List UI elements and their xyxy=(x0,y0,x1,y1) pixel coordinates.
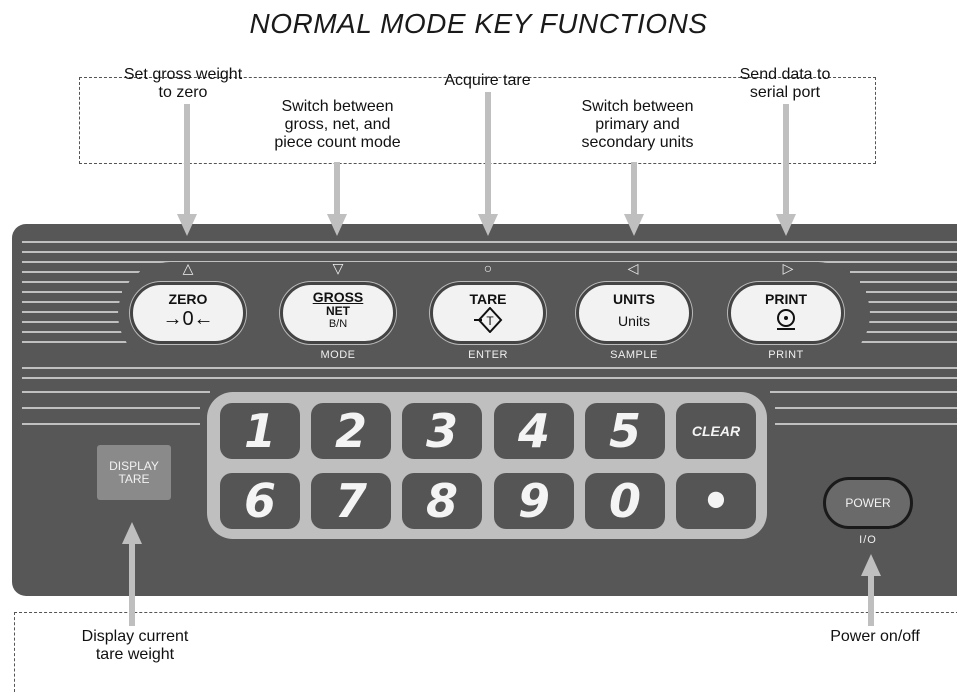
power-button[interactable]: POWER xyxy=(823,477,913,529)
callout-mode-line2: gross, net, and xyxy=(284,116,391,133)
numeric-keypad xyxy=(207,392,767,539)
callout-zero-line1: Set gross weight xyxy=(123,66,243,83)
diagram-title: NORMAL MODE KEY FUNCTIONS xyxy=(249,8,708,39)
decimal-point-key[interactable]: • xyxy=(676,473,756,529)
clear-key[interactable]: CLEAR xyxy=(676,403,756,459)
callout-print-line2: serial port xyxy=(749,84,821,101)
mode-sublabel: MODE xyxy=(320,349,356,361)
indicator-print: ▷ xyxy=(782,260,794,276)
arrow-print xyxy=(776,104,796,236)
callout-mode-line1: Switch between xyxy=(281,98,394,115)
display-tare-key[interactable]: DISPLAY TARE xyxy=(97,445,171,500)
zero-center-icon: →0← xyxy=(162,308,214,330)
callout-units-line3: secondary units xyxy=(581,134,694,151)
key-5[interactable]: 5 xyxy=(585,403,665,459)
zero-key[interactable]: ZERO →0← xyxy=(130,282,246,344)
indicator-mode: ▽ xyxy=(332,260,344,276)
enter-sublabel: ENTER xyxy=(468,349,508,361)
arrow-display-tare xyxy=(122,522,142,626)
callout-units-line2: primary and xyxy=(595,116,680,133)
key-2[interactable]: 2 xyxy=(311,403,391,459)
print-key[interactable]: PRINT xyxy=(728,282,844,344)
gross-net-key[interactable]: GROSS NET B/N xyxy=(280,282,396,344)
zero-key-label: ZERO xyxy=(168,291,208,307)
callout-print-line1: Send data to xyxy=(739,66,831,83)
callout-mode: Switch between gross, net, and piece cou… xyxy=(255,98,420,152)
indicator-units: ◁ xyxy=(627,260,639,276)
bottom-callout-box xyxy=(14,612,957,692)
sample-sublabel: SAMPLE xyxy=(610,349,658,361)
callout-tare: Acquire tare xyxy=(420,72,555,90)
callout-print: Send data to serial port xyxy=(715,66,855,102)
callout-zero-line2: to zero xyxy=(158,84,208,101)
key-9[interactable]: 9 xyxy=(494,473,574,529)
top-callout-box xyxy=(79,77,876,164)
print-icon xyxy=(731,307,841,337)
callout-power: Power on/off xyxy=(800,628,950,646)
gross-key-label: GROSS xyxy=(312,289,364,305)
tare-icon: T xyxy=(433,306,543,339)
arrow-zero xyxy=(177,104,197,236)
print-key-label: PRINT xyxy=(765,291,807,307)
callout-display-tare-line1: Display current xyxy=(81,628,189,645)
key-7[interactable]: 7 xyxy=(311,473,391,529)
key-1[interactable]: 1 xyxy=(220,403,300,459)
arrow-tare xyxy=(478,92,498,236)
power-io-label: I/O xyxy=(859,534,877,546)
display-tare-line2: TARE xyxy=(118,472,150,486)
display-tare-line1: DISPLAY xyxy=(109,459,159,473)
arrow-power xyxy=(861,554,881,626)
callout-display-tare: Display current tare weight xyxy=(55,628,215,664)
callout-mode-line3: piece count mode xyxy=(274,134,401,151)
key-3[interactable]: 3 xyxy=(402,403,482,459)
key-4[interactable]: 4 xyxy=(494,403,574,459)
units-key-sublabel: Units xyxy=(618,313,650,329)
callout-arrows xyxy=(122,92,881,626)
tare-key-label: TARE xyxy=(469,291,507,307)
panel-stripes xyxy=(22,241,957,425)
callout-tare-line1: Acquire tare xyxy=(444,72,531,89)
indicator-zero: △ xyxy=(182,260,194,276)
key-8[interactable]: 8 xyxy=(402,473,482,529)
net-key-label: NET xyxy=(326,304,350,318)
arrow-units xyxy=(624,162,644,236)
tare-key[interactable]: TARE T xyxy=(430,282,546,344)
svg-text:T: T xyxy=(486,314,494,328)
callout-units-line1: Switch between xyxy=(581,98,694,115)
units-key[interactable]: UNITS Units xyxy=(576,282,692,344)
callout-display-tare-line2: tare weight xyxy=(95,646,175,663)
callout-zero: Set gross weight to zero xyxy=(108,66,258,102)
bn-key-label: B/N xyxy=(328,318,348,330)
key-6[interactable]: 6 xyxy=(220,473,300,529)
indicator-tare: ○ xyxy=(483,260,493,276)
callout-units: Switch between primary and secondary uni… xyxy=(555,98,720,152)
arrow-mode xyxy=(327,162,347,236)
print-sublabel: PRINT xyxy=(768,349,804,361)
units-key-label: UNITS xyxy=(613,291,655,307)
callout-power-line1: Power on/off xyxy=(830,628,920,645)
key-0[interactable]: 0 xyxy=(585,473,665,529)
